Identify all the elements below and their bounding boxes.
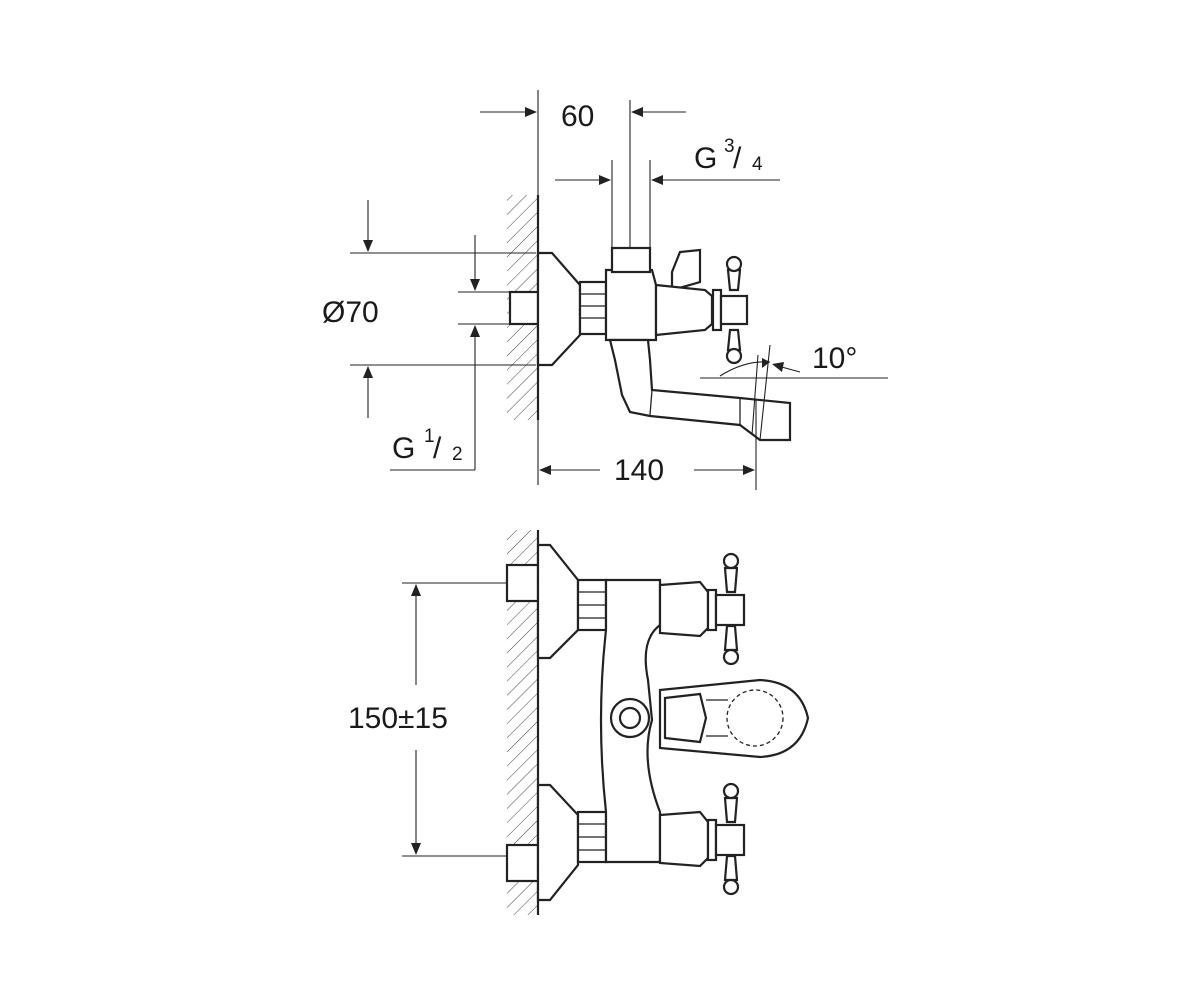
dim-g34-label: G 3 / 4	[694, 136, 763, 175]
upper-inlet-stub	[505, 563, 540, 603]
svg-text:G: G	[694, 142, 717, 175]
diverter-lever	[670, 248, 702, 292]
upper-valve-head	[658, 580, 710, 638]
mixer-body	[604, 268, 658, 342]
cross-handle-side	[711, 255, 749, 365]
dim-g12-label: G 1 / 2	[392, 426, 463, 465]
svg-text:2: 2	[452, 444, 463, 465]
lower-inlet-stub	[505, 843, 540, 883]
dim-angle-label: 10°	[812, 342, 857, 375]
svg-text:/: /	[433, 432, 442, 465]
spout	[608, 338, 792, 442]
valve-head	[654, 283, 714, 337]
lower-flange	[536, 783, 580, 902]
dim-140-label: 140	[614, 454, 664, 487]
side-view	[350, 90, 888, 490]
top-outlet	[610, 246, 652, 274]
inlet-pipe-stub	[508, 290, 540, 326]
svg-text:G: G	[392, 432, 415, 465]
connection-nut	[578, 280, 608, 336]
dim-center-distance-label: 150±15	[348, 702, 448, 735]
upper-cross-handle	[706, 552, 746, 666]
svg-text:/: /	[733, 142, 742, 175]
lower-valve-head	[658, 810, 710, 868]
wall-flange	[536, 251, 582, 367]
svg-text:3: 3	[724, 136, 735, 157]
front-view	[402, 530, 810, 915]
lower-cross-handle	[706, 782, 746, 896]
dim-60-label: 60	[561, 100, 594, 133]
svg-text:1: 1	[424, 426, 435, 447]
dim-diameter-label: Ø70	[322, 296, 379, 329]
upper-flange	[536, 543, 580, 660]
angle-tilt-line	[759, 344, 771, 441]
svg-text:4: 4	[752, 154, 763, 175]
